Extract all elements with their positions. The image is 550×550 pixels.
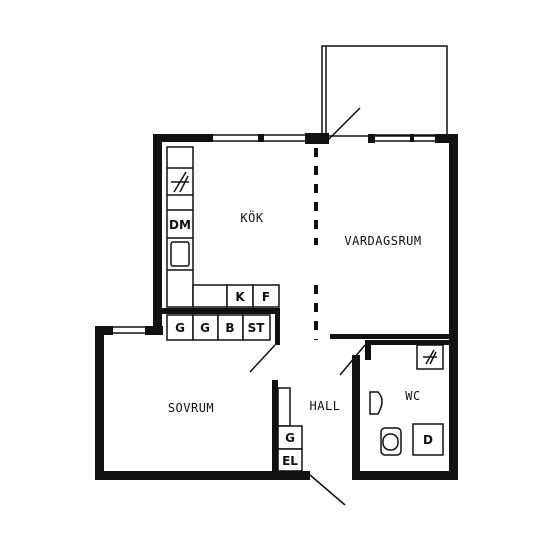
wc-fixtures xyxy=(369,344,444,456)
fixture-label-f: F xyxy=(262,290,270,304)
fixture-label-g1: G xyxy=(175,321,185,335)
room-label-bedroom: SOVRUM xyxy=(168,401,214,415)
room-label-wc: WC xyxy=(405,389,420,403)
fixture-st xyxy=(242,314,271,341)
fixture-label-g-hall: G xyxy=(285,431,295,445)
sink-icon xyxy=(170,241,190,267)
door-swings xyxy=(249,107,366,506)
fixture-label-k: K xyxy=(235,290,245,304)
toilet-icon xyxy=(380,427,402,456)
fixture-label-b: B xyxy=(225,321,234,335)
fixture-f xyxy=(252,284,280,308)
washbasin-icon xyxy=(369,391,383,415)
room-label-living: VARDAGSRUM xyxy=(344,234,421,248)
stove-icon xyxy=(171,171,189,193)
room-label-kitchen: KÖK xyxy=(240,209,263,225)
room-label-hall: HALL xyxy=(310,399,341,413)
fixture-d xyxy=(412,423,444,456)
balcony xyxy=(321,45,448,137)
fixture-label-d: D xyxy=(423,433,433,447)
kitchen-counter xyxy=(166,146,280,308)
fixture-label-st: ST xyxy=(248,321,266,335)
fixture-g2 xyxy=(192,314,219,341)
wardrobe-row xyxy=(166,314,271,341)
exterior-walls xyxy=(95,133,458,480)
fixture-label-dm: DM xyxy=(169,218,191,232)
interior-walls xyxy=(162,148,449,475)
fixture-el xyxy=(277,448,303,472)
fixture-label-el: EL xyxy=(282,454,298,468)
vent-icon xyxy=(423,349,437,365)
fixture-label-g2: G xyxy=(200,321,210,335)
hall-closets xyxy=(277,387,303,472)
fixture-g1 xyxy=(166,314,194,341)
